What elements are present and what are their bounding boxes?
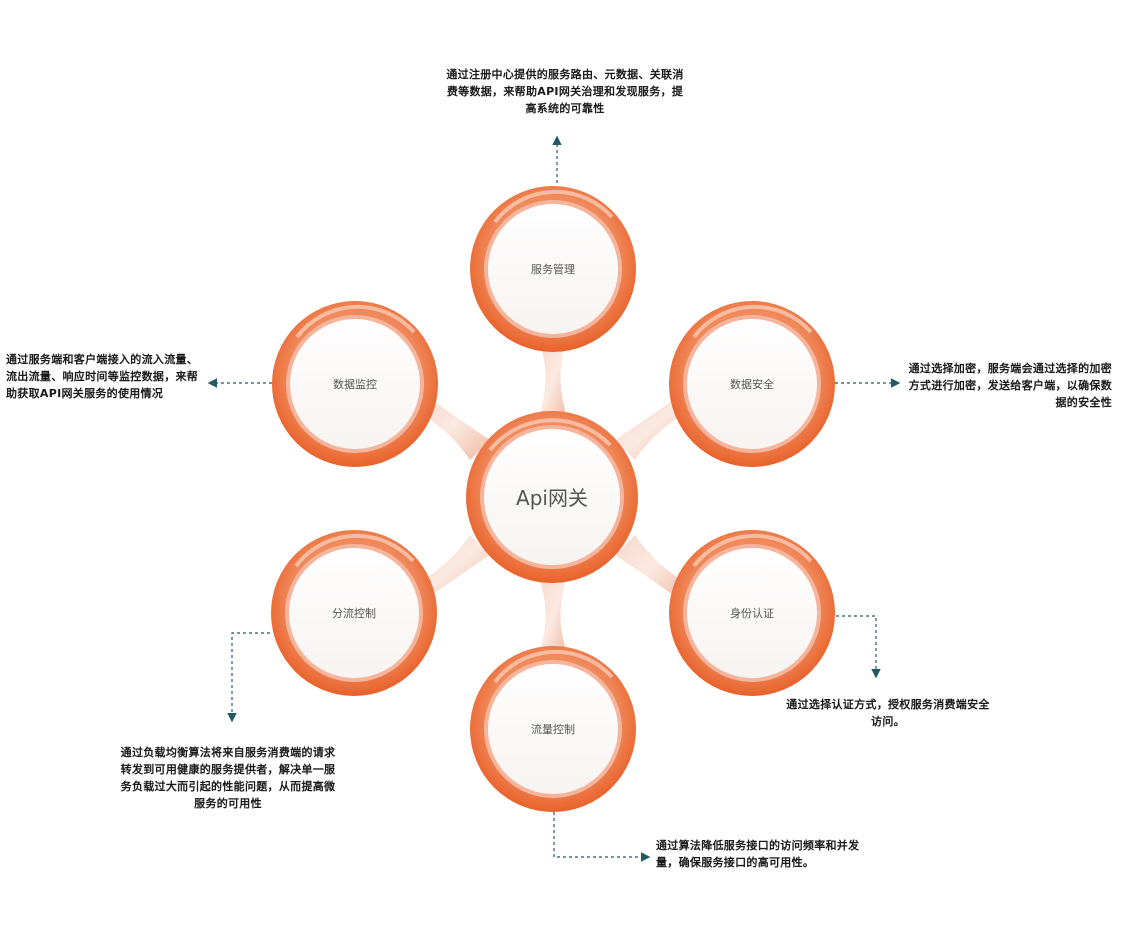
description-data-security: 通过选择加密，服务端会通过选择的加密方式进行加密，发送给客户端，以确保数据的安全… — [908, 362, 1112, 409]
connector-data-security — [615, 395, 690, 460]
description-load-balancing: 通过负载均衡算法将来自服务消费端的请求转发到可用健康的服务提供者，解决单一服务负… — [120, 746, 336, 810]
node-service-management: 服务管理 — [470, 186, 636, 352]
connector-load-balancing — [415, 535, 490, 600]
arrow-identity-auth — [836, 615, 881, 679]
connector-service-management — [538, 340, 568, 420]
description-traffic-control: 通过算法降低服务接口的访问频率和并发量，确保服务接口的高可用性。 — [656, 839, 860, 869]
node-label-data-security: 数据安全 — [730, 377, 774, 391]
arrows — [207, 135, 901, 862]
arrow-traffic-control — [553, 812, 651, 862]
node-data-security: 数据安全 — [669, 301, 835, 467]
node-label-data-monitoring: 数据监控 — [333, 377, 377, 391]
node-label-load-balancing: 分流控制 — [332, 606, 376, 620]
description-data-monitoring: 通过服务端和客户端接入的流入流量、流出流量、响应时间等监控数据，来帮助获取API… — [6, 353, 199, 400]
node-label-identity-auth: 身份认证 — [730, 606, 774, 620]
center-label: Api网关 — [516, 486, 588, 510]
connector-traffic-control — [538, 575, 568, 655]
description-service-management: 通过注册中心提供的服务路由、元数据、关联消费等数据，来帮助API网关治理和发现服… — [446, 68, 684, 115]
node-traffic-control: 流量控制 — [470, 646, 636, 812]
node-data-monitoring: 数据监控 — [272, 301, 438, 467]
connector-data-monitoring — [415, 395, 490, 460]
node-label-service-management: 服务管理 — [531, 262, 575, 276]
node-identity-auth: 身份认证 — [669, 530, 835, 696]
description-identity-auth: 通过选择认证方式，授权服务消费端安全访问。 — [786, 698, 990, 728]
node-label-traffic-control: 流量控制 — [531, 722, 575, 736]
connector-identity-auth — [615, 535, 690, 600]
connectors — [415, 340, 690, 655]
center-node: Api网关 — [466, 411, 638, 583]
arrow-load-balancing — [227, 632, 270, 723]
node-load-balancing: 分流控制 — [271, 530, 437, 696]
